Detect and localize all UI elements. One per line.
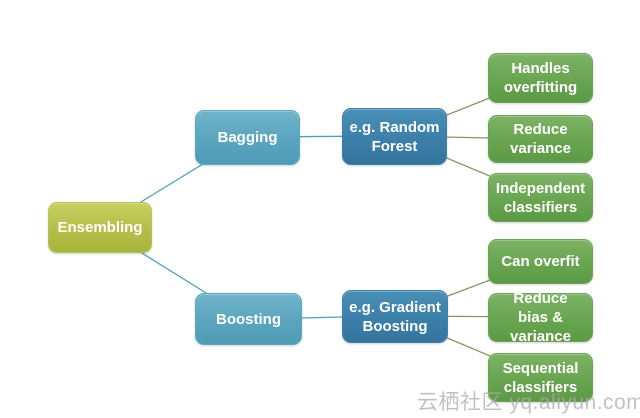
- node-ensembling-label: Ensembling: [57, 219, 143, 236]
- node-reduce-bias-variance: Reduce bias & variance: [488, 290, 593, 345]
- node-ensembling: Ensembling: [48, 202, 152, 253]
- node-bagging: Bagging: [195, 110, 300, 165]
- node-random-forest: e.g. Random Forest: [342, 108, 447, 165]
- node-sequential-classifiers: Sequential classifiers: [488, 353, 593, 402]
- node-random-forest-label: e.g. Random Forest: [349, 118, 440, 155]
- node-boosting: Boosting: [195, 293, 302, 345]
- node-can-overfit: Can overfit: [488, 239, 593, 284]
- node-gradient-boosting: e.g. Gradient Boosting: [342, 290, 448, 343]
- node-handles-overfitting: Handles overfitting: [488, 53, 593, 103]
- node-handles-overfitting-label: Handles overfitting: [503, 60, 578, 96]
- node-independent-classifiers-label: Independent classifiers: [495, 179, 586, 216]
- node-gradient-boosting-label: e.g. Gradient Boosting: [349, 298, 441, 335]
- node-reduce-bias-variance-label: Reduce bias & variance: [510, 290, 571, 345]
- node-bagging-label: Bagging: [217, 129, 278, 146]
- node-boosting-label: Boosting: [216, 310, 281, 328]
- node-reduce-variance-label: Reduce variance: [510, 121, 571, 157]
- node-independent-classifiers: Independent classifiers: [488, 173, 593, 222]
- node-can-overfit-label: Can overfit: [501, 253, 580, 270]
- watermark-yq-aliyun: 云栖社区 yq.aliyun.com: [417, 391, 640, 414]
- node-reduce-variance: Reduce variance: [488, 115, 593, 163]
- node-sequential-classifiers-label: Sequential classifiers: [502, 359, 579, 396]
